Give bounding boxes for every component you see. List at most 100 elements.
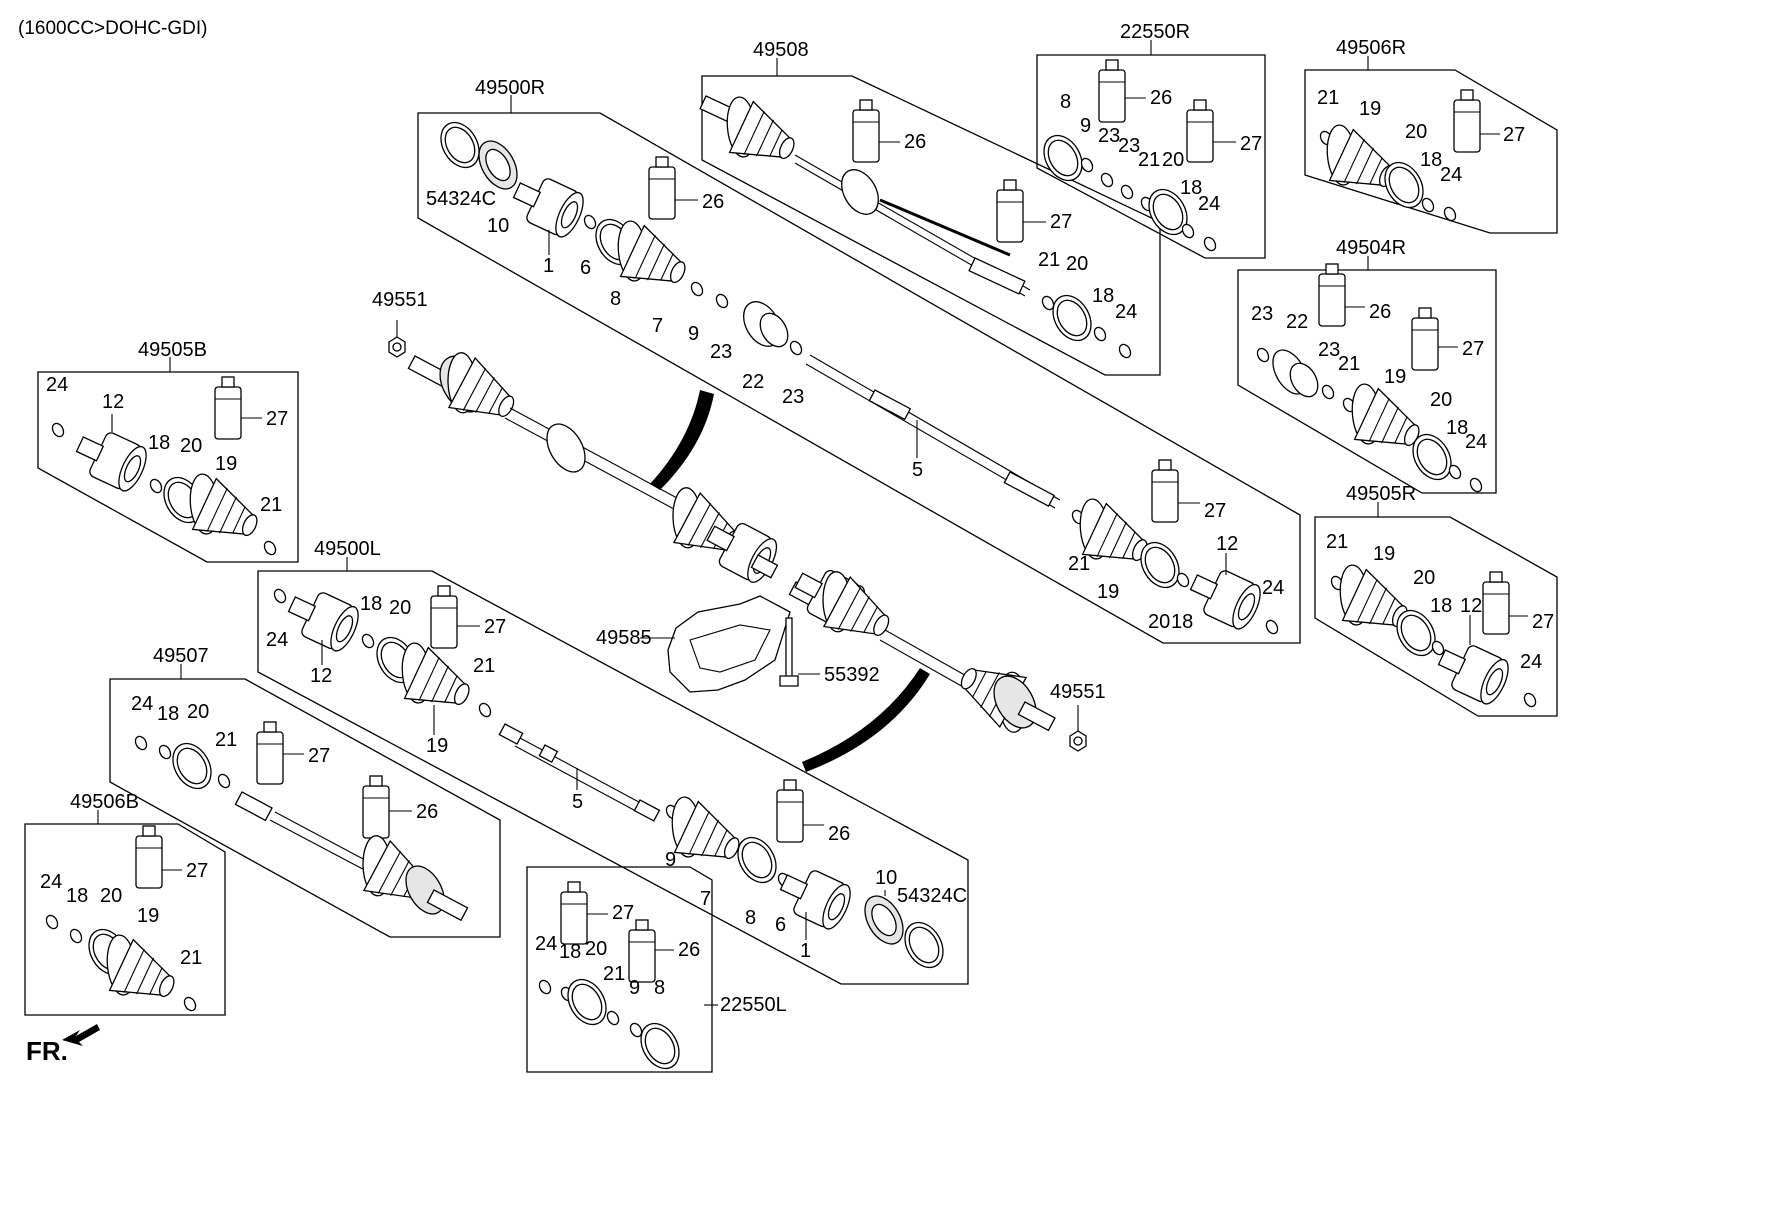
- main-shaft-upper: 49551: [372, 289, 783, 588]
- part-number-label: 1: [800, 940, 811, 962]
- retaining-ring-icon: [43, 912, 61, 932]
- retaining-ring-icon: [271, 586, 289, 606]
- part-number-label: 27: [266, 408, 288, 430]
- separator-arc-lower: [802, 668, 930, 772]
- part-number-label: 18: [1430, 595, 1452, 617]
- part-number-label: 18: [1171, 611, 1193, 633]
- part-number-label: 18: [1092, 285, 1114, 307]
- part-number-label: 20: [1413, 567, 1435, 589]
- part-number-label: 9: [688, 323, 699, 345]
- part-number-label: 12: [1460, 595, 1482, 617]
- group-label-49505R: 49505R: [1346, 483, 1416, 505]
- part-number-label: 26: [678, 939, 700, 961]
- separator-arc-upper: [650, 390, 714, 490]
- retaining-ring-icon: [604, 1008, 622, 1028]
- grease-pack-icon: [1318, 263, 1346, 327]
- part-number-label: 18: [1446, 417, 1468, 439]
- part-number-label: 19: [1359, 98, 1381, 120]
- part-number-label: 18: [360, 593, 382, 615]
- part-number-label: 21: [1338, 353, 1360, 375]
- retaining-ring-icon: [1098, 170, 1116, 190]
- part-number-label: 21: [215, 729, 237, 751]
- group-label-49506R: 49506R: [1336, 37, 1406, 59]
- part-number-label: 22: [742, 371, 764, 393]
- part-number-label: 20: [180, 435, 202, 457]
- grease-pack-icon: [430, 585, 458, 649]
- part-number-label: 24: [1262, 577, 1284, 599]
- part-number-label: 20: [1405, 121, 1427, 143]
- retaining-ring-icon: [215, 771, 233, 791]
- group-49504R: 49504R 26 27 23 22 23 21 19 20 18 24: [1237, 237, 1497, 495]
- group-22550R: 22550R 26 27 8 9 23 23 21 20 18 24: [1035, 21, 1266, 259]
- group-label-49500R: 49500R: [475, 77, 545, 99]
- retaining-ring-icon: [156, 742, 174, 762]
- part-number-label: 27: [612, 902, 634, 924]
- grease-pack-icon: [1411, 307, 1439, 371]
- part-number-label: 5: [912, 459, 923, 481]
- part-number-label: 21: [1317, 87, 1339, 109]
- part-number-label: 23: [1318, 339, 1340, 361]
- part-number-label: 27: [1462, 338, 1484, 360]
- axle-nut-icon: [388, 336, 406, 358]
- inner-shaft-49500R: [805, 354, 1061, 509]
- group-49505B: 49505B 24 12 18 20 19 27 21: [37, 339, 299, 563]
- part-number-label: 20: [1066, 253, 1088, 275]
- part-number-label: 27: [1240, 133, 1262, 155]
- part-number-label: 26: [1369, 301, 1391, 323]
- retaining-ring-icon: [49, 420, 67, 440]
- tone-ring-icon: [470, 133, 526, 197]
- part-number-label: 20: [1430, 389, 1452, 411]
- part-number-label: 1: [543, 255, 554, 277]
- part-number-label: 21: [1068, 553, 1090, 575]
- part-number-label: 26: [828, 823, 850, 845]
- retaining-ring-icon: [476, 700, 494, 720]
- part-number-label: 26: [1150, 87, 1172, 109]
- grease-pack-icon: [256, 721, 284, 785]
- part-number-label: 19: [1384, 366, 1406, 388]
- part-number-label: 22: [1286, 311, 1308, 333]
- group-label-49505B: 49505B: [138, 339, 207, 361]
- part-number-label: 6: [775, 914, 786, 936]
- cv-boot-icon: [647, 785, 752, 882]
- retaining-ring-icon: [581, 212, 599, 232]
- group-49500L: 49500L 24 12 18 20 19 27 21 5 9 7 26: [257, 538, 969, 985]
- part-number-label: 21: [1038, 249, 1060, 271]
- retaining-ring-icon: [67, 926, 85, 946]
- grease-pack-icon: [648, 156, 676, 220]
- part-number-label: 26: [416, 801, 438, 823]
- retaining-ring-icon: [1118, 182, 1136, 202]
- part-number-label: 20: [187, 701, 209, 723]
- fr-arrow-icon: [62, 1024, 100, 1046]
- part-number-label: 24: [1465, 431, 1487, 453]
- part-number-label: 19: [1373, 543, 1395, 565]
- boot-clamp-icon: [1035, 128, 1091, 188]
- group-label-49508: 49508: [753, 39, 809, 61]
- group-49507: 49507 24 18 20 21 27 26: [109, 645, 501, 938]
- part-number-label: 24: [1440, 164, 1462, 186]
- part-number-label: 5: [572, 791, 583, 813]
- part-number-label: 19: [137, 905, 159, 927]
- part-number-label: 24: [1115, 301, 1137, 323]
- cv-joint-icon: [1431, 634, 1515, 709]
- grease-pack-icon: [996, 179, 1024, 243]
- part-number-label: 7: [700, 888, 711, 910]
- part-number-label: 18: [1180, 177, 1202, 199]
- group-label-49506B: 49506B: [70, 791, 139, 813]
- part-number-label: 12: [310, 665, 332, 687]
- retaining-ring-icon: [1091, 324, 1109, 344]
- retaining-ring-icon: [1201, 234, 1219, 254]
- retaining-ring-icon: [787, 338, 805, 358]
- part-number-label: 24: [1198, 193, 1220, 215]
- part-number-label: 24: [266, 629, 288, 651]
- part-number-label: 27: [186, 860, 208, 882]
- part-number-label: 27: [1532, 611, 1554, 633]
- group-label-22550R: 22550R: [1120, 21, 1190, 43]
- grease-pack-icon: [776, 779, 804, 843]
- retaining-ring-icon: [1116, 341, 1134, 361]
- part-number-label: 54324C: [897, 885, 967, 907]
- part-number-label: 18: [157, 703, 179, 725]
- cv-joint-icon: [506, 167, 590, 242]
- grease-pack-icon: [852, 99, 880, 163]
- part-number-label: 20: [1148, 611, 1170, 633]
- part-number-label: 23: [1251, 303, 1273, 325]
